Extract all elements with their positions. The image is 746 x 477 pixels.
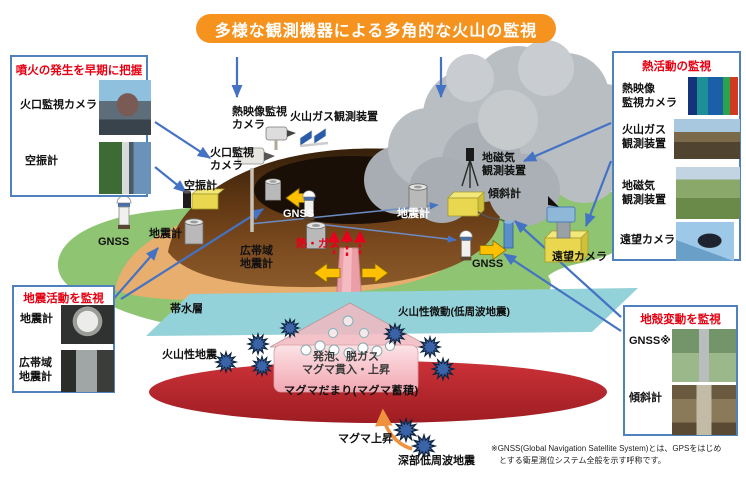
label-gnss: GNSS※ [629,335,671,347]
label-broadband: 広帯域 地震計 [19,357,52,383]
label-infrasound: 空振計 [25,155,58,167]
diagram-label-gas-device: 火山ガス観測装置 [290,111,378,123]
thermal-image-photo [688,77,738,115]
diagram-label-geomagnetic: 地磁気 観測装置 [482,152,526,178]
label-gas-device: 火山ガス 観測装置 [622,124,666,150]
tiltmeter-photo [672,385,736,435]
diagram-label-thermal-camera: 熱映像監視 カメラ [232,106,287,132]
label-geomagnetic: 地磁気 観測装置 [622,180,666,206]
magma-rise-arrow [375,408,413,451]
infrasound-instrument [183,188,225,210]
crater-camera-instrument [237,147,275,232]
diagram-label-broadband: 広帯域 地震計 [240,245,273,271]
gnss-photo [672,329,736,382]
connector-arrows [109,57,622,332]
label-thermal-camera: 熱映像 監視カメラ [622,83,677,109]
gas-device-photo [674,119,740,159]
diagram-label-aquifer: 帯水層 [170,303,203,315]
panel-thermal: 熱活動の監視 熱映像 監視カメラ 火山ガス 観測装置 地磁気 観測装置 遠望カメ… [612,51,741,261]
panel-seismic-header: 地震活動を監視 [23,293,104,305]
broadband-seismometer-photo [61,350,114,392]
thermal-camera-instrument [265,126,296,150]
magma-box-shape [273,344,419,393]
gas-bubbles [300,315,395,359]
gnss-baseline-arrows [249,202,457,243]
page-title: 多様な観測機器による多角的な火山の監視 [196,14,556,43]
panel-seismic: 地震活動を監視 地震計 広帯域 地震計 [12,285,115,393]
label-seismometer: 地震計 [20,313,53,325]
panel-eruption: 噴火の発生を早期に把握 火口監視カメラ 空振計 [10,55,151,197]
gas-device-instrument [299,127,329,148]
tiltmeter-instrument [447,191,514,249]
diagram-label-magma-box: 発泡、脱ガス マグマ貫入・上昇 [302,351,390,377]
aquifer-band [146,288,638,336]
seismometer-photo [61,305,114,344]
diagram-label-telephoto: 遠望カメラ [552,251,607,263]
diagram-label-seismometer-left: 地震計 [149,228,182,240]
label-tiltmeter: 傾斜計 [629,392,662,404]
gnss-footnote: ※GNSS(Global Navigation Satellite System… [491,444,722,465]
panel-crustal-header: 地殻変動を監視 [640,314,721,326]
label-telephoto: 遠望カメラ [620,234,675,246]
geomagnetic-device-photo [676,167,740,219]
diagram-label-gnss-right: GNSS [472,258,504,270]
panel-thermal-header: 熱活動の監視 [642,61,711,73]
diagram-label-tiltmeter: 傾斜計 [488,188,521,200]
diagram-label-volcanic-quake: 火山性地震 [162,349,217,361]
panel-eruption-header: 噴火の発生を早期に把握 [15,65,143,77]
diagram-label-gnss-crater: GNSS [283,208,315,220]
telephoto-camera-instrument [544,196,589,263]
telephoto-camera-photo [676,222,734,261]
diagram-label-gnss-left: GNSS [98,236,130,248]
label-crater-camera: 火口監視カメラ [20,99,97,111]
diagram-label-seismometer-right: 地震計 [397,208,430,220]
diagram-label-volcanic-tremor: 火山性微動(低周波地震) [398,306,510,318]
diagram-label-deep-lf-quake: 深部低周波地震 [398,455,475,467]
heat-gas-arrows [328,229,366,256]
diagram-label-magma-rise: マグマ上昇 [338,433,393,445]
geomagnetic-instrument [461,148,479,188]
crater-camera-photo [99,80,151,135]
diagram-label-infrasound: 空振計 [184,180,217,192]
panel-crustal: 地殻変動を監視 GNSS※ 傾斜計 [623,305,738,436]
diagram-label-heat-gas: 熱・ガス [296,238,340,250]
diagram-label-crater-camera: 火口監視 カメラ [210,147,254,173]
infrasound-meter-photo [99,142,151,194]
diagram-label-magma-chamber: マグマだまり(マグマ蓄積) [284,385,419,397]
